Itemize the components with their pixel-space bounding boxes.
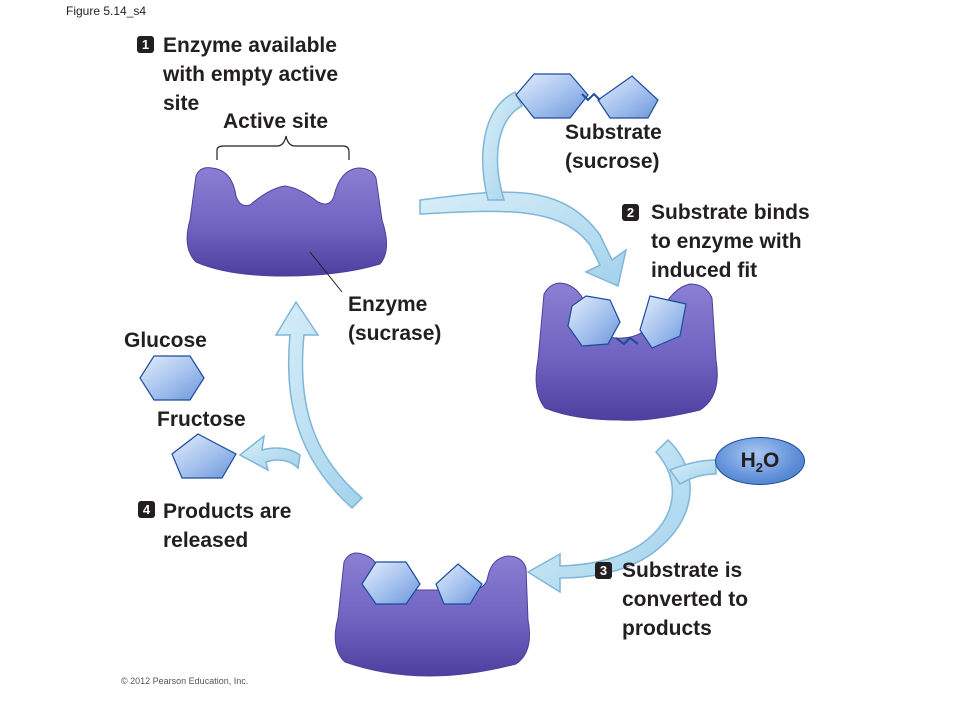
step-4-badge: 4 — [138, 501, 155, 518]
sucrose-molecule — [515, 73, 659, 119]
arrow-conversion — [526, 438, 717, 594]
glucose-molecule — [139, 355, 205, 401]
copyright-text: © 2012 Pearson Education, Inc. — [121, 676, 249, 686]
step-3-label: Substrate is converted to products — [622, 559, 749, 640]
enzyme-label: Enzyme (sucrase) — [348, 293, 442, 345]
step-1-label: Enzyme available with empty active site — [163, 34, 339, 115]
enzyme-pointer-line — [309, 251, 343, 293]
step-2-label: Substrate binds to enzyme with induced f… — [651, 201, 810, 282]
glucose-label: Glucose — [124, 329, 207, 352]
fructose-label: Fructose — [157, 408, 246, 431]
substrate-label: Substrate (sucrose) — [565, 121, 662, 173]
figure-label: Figure 5.14_s4 — [66, 4, 147, 18]
enzyme-empty-shape — [186, 167, 387, 277]
active-site-label: Active site — [223, 110, 329, 133]
step-2-badge: 2 — [622, 204, 639, 221]
fructose-molecule — [171, 433, 237, 479]
enzyme-substrate-complex — [535, 282, 718, 421]
step-1-badge: 1 — [137, 36, 154, 53]
active-site-bracket — [216, 135, 350, 160]
step-3-badge: 3 — [595, 562, 612, 579]
step-4-label: Products are released — [163, 500, 292, 552]
enzyme-product-complex — [334, 552, 530, 677]
arrow-release — [238, 300, 364, 510]
water-molecule: H2O — [715, 437, 805, 485]
